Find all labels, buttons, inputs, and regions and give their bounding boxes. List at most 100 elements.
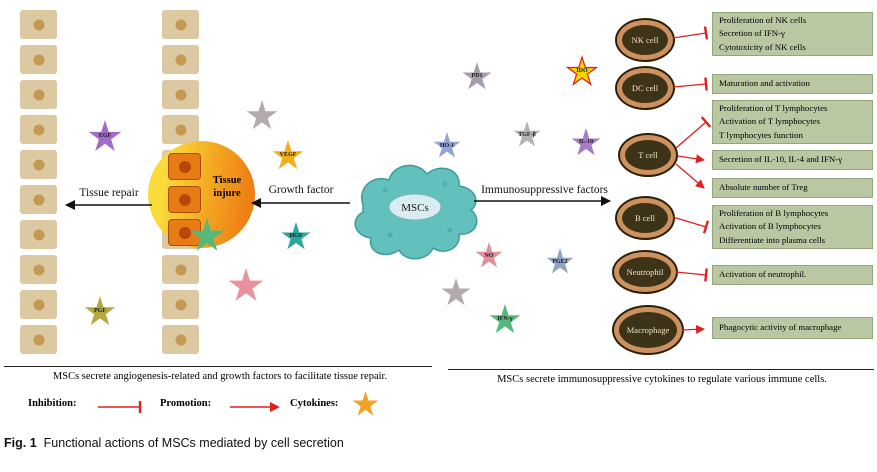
tissue-cell xyxy=(20,220,57,249)
tissue-cell xyxy=(162,255,199,284)
star-icon xyxy=(441,278,471,306)
right-panel-divider xyxy=(448,369,874,370)
effect-line: Activation of B lymphocytes xyxy=(719,221,821,232)
cell-label: DC cell xyxy=(631,83,659,93)
effect-line: Differentiate into plasma cells xyxy=(719,234,826,245)
star-label: PGF xyxy=(94,308,106,315)
tissue-cell xyxy=(20,115,57,144)
promotion-connector-macrophage xyxy=(681,324,705,334)
inhibition-legend-label: Inhibition: xyxy=(28,398,77,409)
star-label: EGF xyxy=(98,132,112,139)
figure-number: Fig. 1 xyxy=(4,436,37,450)
cytokines-legend-star-icon xyxy=(352,391,379,418)
effect-box-t-secretion: Secretion of IL-10, IL-4 and IFN-γ xyxy=(712,150,873,170)
tissue-cell xyxy=(20,150,57,179)
cell-label: Macrophage xyxy=(626,325,670,335)
cell-label: B cell xyxy=(634,213,656,223)
cytokine-star-ho1: HO-1 xyxy=(433,132,461,160)
promotion-legend-label: Promotion: xyxy=(160,398,212,409)
injured-cell xyxy=(168,186,201,213)
tissue-cell xyxy=(20,325,57,354)
cytokine-star-gray-left xyxy=(246,100,278,132)
tissue-cell xyxy=(162,290,199,319)
cytokine-star-egf: EGF xyxy=(88,120,122,154)
immune-cell-neutrophil: Neutrophil xyxy=(614,252,676,292)
effect-line: Activation of T lymphocytes xyxy=(719,116,821,127)
effect-box-dc: Maturation and activation xyxy=(712,74,873,94)
effect-line: Secretion of IFN-γ xyxy=(719,28,785,39)
growth-factor-label: Growth factor xyxy=(268,184,334,196)
tissue-cell xyxy=(162,80,199,109)
star-label: NO xyxy=(484,252,494,259)
effect-line: Maturation and activation xyxy=(719,78,810,89)
effect-line: T lymphocytes function xyxy=(719,129,803,140)
tissue-cell xyxy=(162,325,199,354)
star-label: TGF-β xyxy=(518,131,536,138)
star-label: IL-10 xyxy=(578,139,594,146)
left-panel-divider xyxy=(4,366,432,367)
star-icon xyxy=(189,218,225,251)
msc-nucleus xyxy=(388,193,442,221)
inhibition-symbol xyxy=(98,401,142,413)
cytokine-star-pgf: PGF xyxy=(84,296,116,328)
cytokine-star-green-left xyxy=(189,218,225,254)
tissue-injury-site: Tissue injure xyxy=(148,141,255,248)
cytokine-star-ifng: IFN-γ xyxy=(489,304,521,336)
star-label: HGF xyxy=(289,233,303,240)
immune-cell-dc: DC cell xyxy=(617,68,673,108)
tissue-cell xyxy=(162,45,199,74)
effect-line: Proliferation of NK cells xyxy=(719,15,807,26)
tissue-cell xyxy=(20,45,57,74)
tissue-repair-label: Tissue repair xyxy=(79,187,139,199)
tissue-cell xyxy=(20,255,57,284)
effect-box-b: Proliferation of B lymphocytes Activatio… xyxy=(712,205,873,249)
star-label: HO-1 xyxy=(439,142,455,149)
cytokine-star-ido: IDO xyxy=(565,55,599,89)
msc-blob: MSCs xyxy=(354,164,478,260)
cytokines-legend-label: Cytokines: xyxy=(290,398,339,409)
tissue-cell xyxy=(20,185,57,214)
left-panel-caption: MSCs secrete angiogenesis-related and gr… xyxy=(52,371,388,382)
cytokine-star-gray-right xyxy=(441,278,471,308)
effect-box-t-inhibition: Proliferation of T lymphocytes Activatio… xyxy=(712,100,873,144)
tissue-column-left xyxy=(20,10,57,354)
effect-line: Proliferation of B lymphocytes xyxy=(719,208,829,219)
promotion-connector-t-treg xyxy=(675,163,705,189)
effect-box-nk: Proliferation of NK cells Secretion of I… xyxy=(712,12,873,56)
cytokine-star-pink-left xyxy=(228,268,264,304)
promotion-symbol xyxy=(230,402,280,412)
injured-cell xyxy=(168,153,201,180)
promotion-connector-t-il10 xyxy=(677,154,705,164)
effect-line: Phagocytic activity of macrophage xyxy=(719,322,842,333)
tissue-cell xyxy=(162,10,199,39)
immune-cell-nk: NK cell xyxy=(617,20,673,60)
star-icon xyxy=(352,391,379,416)
effect-line: Activation of neutrophil. xyxy=(719,269,807,280)
effect-line: Cytotoxicity of NK cells xyxy=(719,41,806,52)
effect-box-neutrophil: Activation of neutrophil. xyxy=(712,265,873,285)
cytokine-star-pge2: PGE2 xyxy=(546,248,574,276)
cytokine-star-vegf: VEGF xyxy=(272,140,304,172)
effect-line: Proliferation of T lymphocytes xyxy=(719,103,828,114)
tissue-cell xyxy=(162,115,199,144)
cytokine-star-il10: IL-10 xyxy=(571,128,601,158)
inhibition-connector-neutrophil xyxy=(675,268,708,282)
cytokine-star-no: NO xyxy=(475,242,503,270)
inhibition-connector-dc xyxy=(672,77,708,91)
figure-title: Functional actions of MSCs mediated by c… xyxy=(43,436,344,450)
tissue-injure-label: Tissue injure xyxy=(212,175,242,199)
right-panel-caption: MSCs secrete immunosuppressive cytokines… xyxy=(497,374,827,385)
star-label: PGE2 xyxy=(552,258,568,265)
inhibition-connector-t xyxy=(675,116,712,149)
effect-line: Secretion of IL-10, IL-4 and IFN-γ xyxy=(719,154,843,165)
cytokine-star-tgfb: TGF-β xyxy=(513,121,541,149)
cell-label: Neutrophil xyxy=(626,267,664,277)
cell-label: T cell xyxy=(638,150,658,160)
star-label: PD1 xyxy=(471,73,483,80)
star-icon xyxy=(228,268,264,301)
immune-cell-macrophage: Macrophage xyxy=(614,307,682,353)
tissue-cell xyxy=(20,80,57,109)
cytokine-star-hgf: HGF xyxy=(281,222,311,252)
star-label: IFN-γ xyxy=(497,316,513,323)
